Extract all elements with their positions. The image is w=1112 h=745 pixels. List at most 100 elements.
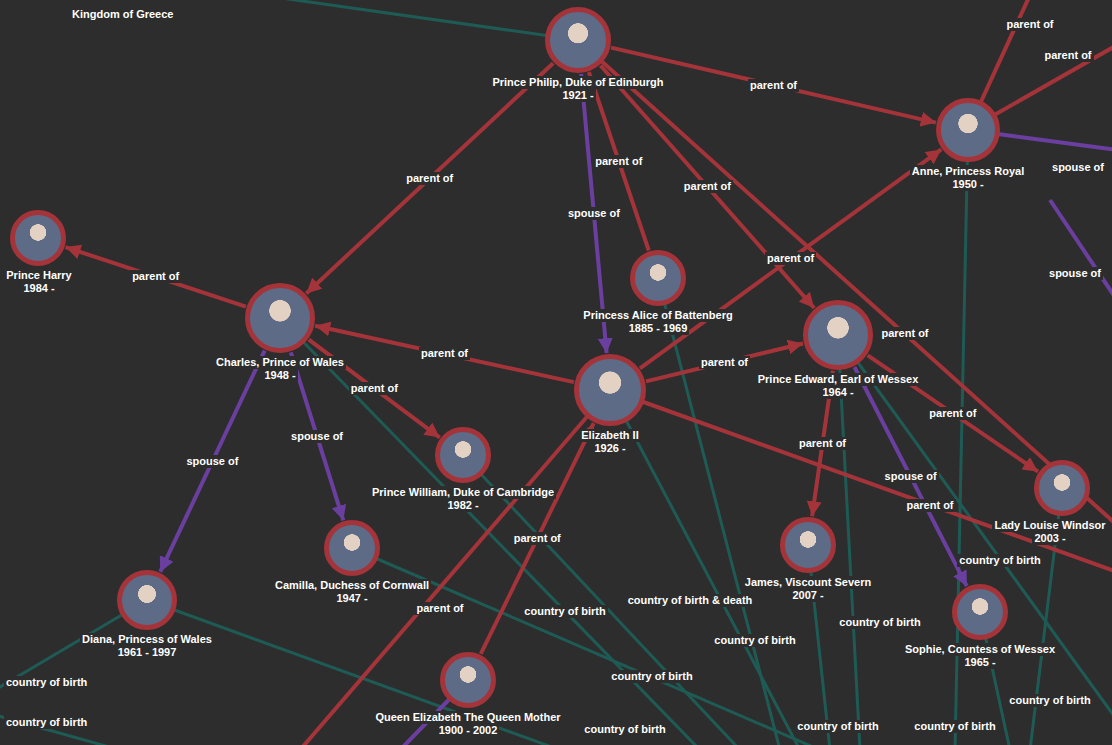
relation-label: spouse of: [184, 455, 240, 468]
life-years: 2003 -: [1032, 532, 1067, 545]
portrait-circle: [117, 570, 177, 630]
person-node: Princess Alice of Battenberg1885 - 1969: [581, 250, 735, 335]
portrait-circle: [245, 283, 315, 353]
person-node: Diana, Princess of Wales1961 - 1997: [80, 570, 214, 659]
birth-link: [610, 390, 800, 745]
relation-label: country of birth: [957, 554, 1042, 567]
relation-label: parent of: [699, 356, 750, 369]
birth-link: [260, 0, 578, 40]
birth-link: [0, 715, 120, 745]
person-name: Prince Edward, Earl of Wessex: [756, 373, 921, 386]
relation-label: parent of: [797, 437, 848, 450]
person-name: Lady Louise Windsor: [992, 519, 1107, 532]
relation-label: spouse of: [289, 430, 345, 443]
relation-arrow: [160, 351, 264, 572]
portrait-circle: [803, 300, 873, 370]
person-name: Charles, Prince of Wales: [214, 356, 346, 369]
person-node: Prince Philip, Duke of Edinburgh1921 -: [490, 7, 666, 102]
relation-label: country of birth: [609, 670, 694, 683]
person-name: Queen Elizabeth The Queen Mother: [373, 711, 562, 724]
relation-label: spouse of: [1047, 267, 1103, 280]
relation-label: parent of: [748, 79, 799, 92]
parent-link: [300, 390, 610, 745]
life-years: 1964 -: [820, 386, 855, 399]
relation-label: country of birth: [837, 616, 922, 629]
person-name: James, Viscount Severn: [743, 576, 873, 589]
portrait-circle: [435, 427, 491, 483]
portrait-circle: [630, 250, 686, 306]
relation-label: parent of: [404, 172, 455, 185]
relation-label: parent of: [593, 155, 644, 168]
relation-label: spouse of: [883, 470, 939, 483]
birth-link: [808, 545, 830, 745]
portrait-circle: [545, 7, 611, 73]
life-years: 1947 -: [334, 592, 369, 605]
portrait-circle: [1034, 460, 1090, 516]
relation-label: country of birth: [712, 634, 797, 647]
person-node: Camilla, Duchess of Cornwall1947 -: [273, 520, 432, 605]
person-name: Prince William, Duke of Cambridge: [370, 486, 556, 499]
relation-label: parent of: [879, 327, 930, 340]
relation-label: country of birth: [522, 605, 607, 618]
relation-label: parent of: [349, 382, 400, 395]
person-name: Camilla, Duchess of Cornwall: [273, 579, 431, 592]
person-name: Prince Philip, Duke of Edinburgh: [490, 76, 665, 89]
person-node: Elizabeth II1926 -: [574, 354, 646, 455]
parent-link: [578, 40, 1112, 525]
life-years: 1948 -: [262, 369, 297, 382]
portrait-circle: [936, 98, 1000, 162]
relation-label: parent of: [414, 602, 465, 615]
relation-arrow: [640, 149, 941, 368]
person-name: Anne, Princess Royal: [910, 165, 1027, 178]
portrait-circle: [10, 210, 66, 266]
relation-label: country of birth: [4, 716, 89, 729]
life-years: 1965 -: [962, 656, 997, 669]
relation-label: country of birth & death: [626, 594, 755, 607]
relation-arrow: [306, 63, 553, 293]
relation-label: parent of: [765, 252, 816, 265]
relation-label: country of birth: [912, 720, 997, 733]
portrait-circle: [324, 520, 380, 576]
relation-label: country of birth: [582, 723, 667, 736]
relation-arrow: [66, 247, 246, 307]
life-years: 2007 -: [790, 589, 825, 602]
portrait-circle: [780, 517, 836, 573]
node-label: Kingdom of Greece: [70, 8, 175, 21]
relation-arrow: [589, 72, 649, 250]
relation-arrow: [854, 367, 966, 586]
life-years: 1961 - 1997: [116, 646, 179, 659]
life-years: 1950 -: [950, 178, 985, 191]
person-name: Elizabeth II: [579, 429, 640, 442]
relation-label: country of birth: [795, 720, 880, 733]
person-node: Prince Edward, Earl of Wessex1964 -: [756, 300, 921, 399]
parent-link: [610, 390, 1112, 572]
relation-label: country of birth: [1007, 694, 1092, 707]
birth-link: [838, 335, 1112, 720]
relation-label: parent of: [904, 499, 955, 512]
relation-label: spouse of: [566, 207, 622, 220]
person-name: Sophie, Countess of Wessex: [903, 643, 1057, 656]
person-name: Prince Harry: [4, 269, 73, 282]
person-node: Prince Harry1984 -: [4, 210, 74, 295]
life-years: 1900 - 2002: [437, 724, 500, 737]
person-node: James, Viscount Severn2007 -: [743, 517, 874, 602]
relation-arrow: [481, 423, 594, 654]
relation-label: parent of: [1042, 49, 1093, 62]
relation-label: parent of: [130, 270, 181, 283]
relation-label: parent of: [682, 180, 733, 193]
portrait-circle: [574, 354, 646, 426]
person-node: Anne, Princess Royal1950 -: [910, 98, 1027, 191]
portrait-circle: [952, 584, 1008, 640]
person-name: Princess Alice of Battenberg: [581, 309, 734, 322]
life-years: 1926 -: [592, 442, 627, 455]
life-years: 1984 -: [21, 282, 56, 295]
person-node: Sophie, Countess of Wessex1965 -: [903, 584, 1058, 669]
life-years: 1982 -: [445, 499, 480, 512]
relation-arrow: [600, 66, 814, 308]
relation-label: parent of: [927, 407, 978, 420]
person-name: Diana, Princess of Wales: [80, 633, 214, 646]
person-node: Prince William, Duke of Cambridge1982 -: [370, 427, 557, 512]
portrait-circle: [440, 652, 496, 708]
spouse-link: [1050, 200, 1112, 300]
